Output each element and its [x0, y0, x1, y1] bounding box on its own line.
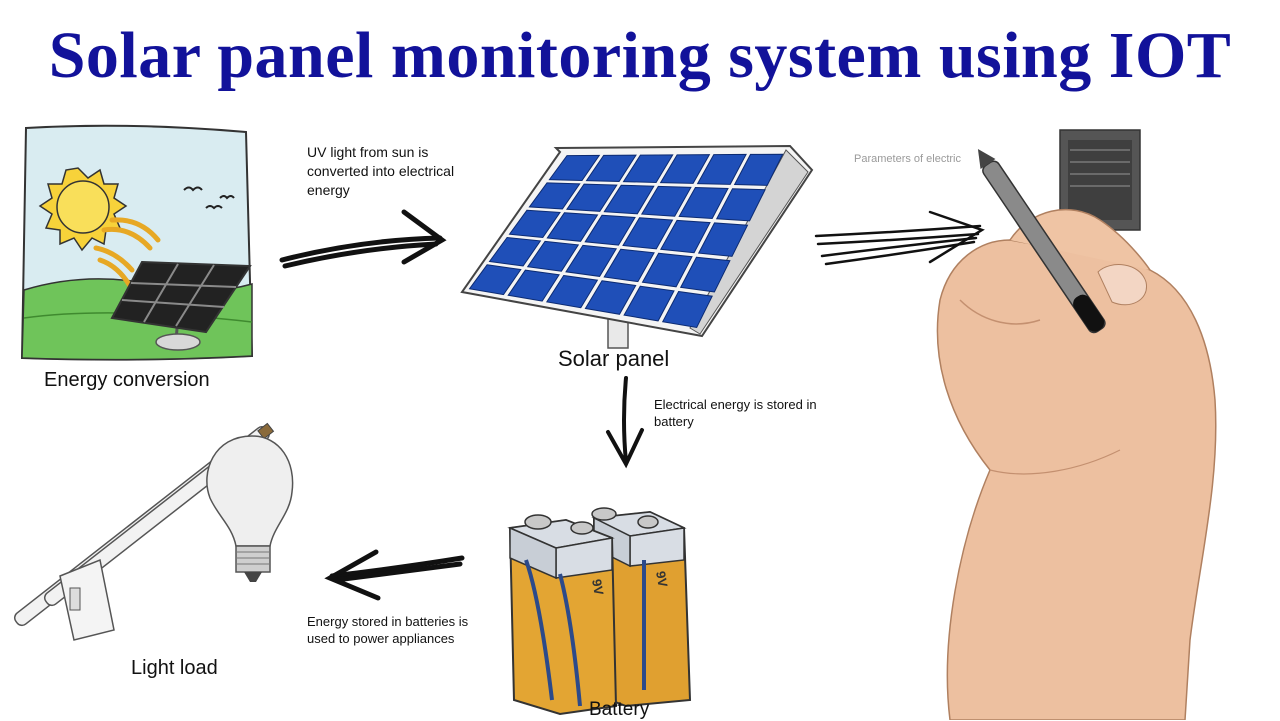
panel-cell — [659, 219, 711, 254]
panel-cell — [584, 280, 637, 315]
panel-cell — [603, 184, 655, 215]
arrow-icon — [814, 210, 985, 266]
panel-cell — [565, 244, 618, 277]
panel-cell — [548, 154, 601, 182]
panel-cell — [603, 248, 655, 283]
arrow-icon — [324, 549, 465, 601]
parameters-caption: Parameters of electric — [854, 153, 961, 165]
uv-light-caption: UV light from sun is converted into elec… — [307, 144, 455, 198]
battery-icon: 9V 9V — [507, 507, 692, 716]
battery-mark-right: 9V — [653, 570, 671, 589]
arrow-icon — [279, 209, 447, 269]
solar-panel-icon — [460, 144, 814, 349]
switch-icon — [59, 558, 115, 641]
panel-cell — [584, 214, 636, 246]
small-solar-panel-icon — [110, 260, 252, 351]
stored-caption: Electrical energy is stored in battery — [654, 397, 817, 429]
panel-cell — [661, 290, 713, 329]
panel-cell — [640, 185, 692, 217]
panel-cell — [733, 153, 784, 186]
panel-cell — [528, 182, 581, 210]
light-load-label: Light load — [131, 657, 218, 679]
page-title: Solar panel monitoring system using IOT — [48, 19, 1232, 92]
panel-cell — [508, 209, 561, 239]
birds-icon — [183, 186, 235, 210]
energy-conversion-illustration — [20, 124, 254, 361]
arrow-icon — [606, 376, 644, 469]
panel-cell — [545, 274, 599, 309]
panel-cell — [678, 186, 729, 220]
panel-cell — [679, 256, 731, 293]
panel-cell — [565, 183, 618, 212]
panel-cell — [622, 217, 674, 250]
panel-cell — [659, 154, 711, 184]
panel-cell — [546, 212, 599, 242]
panel-cell — [697, 222, 749, 257]
panel-cell — [585, 154, 637, 183]
panel-cell — [526, 240, 580, 272]
panel-cell — [623, 285, 675, 322]
battery-label: Battery — [589, 699, 650, 720]
hand-with-pen-icon — [936, 149, 1217, 720]
panel-cell — [622, 154, 674, 184]
power-caption: Energy stored in batteries is used to po… — [307, 614, 469, 646]
server-icon — [1059, 129, 1141, 231]
solar-panel-label: Solar panel — [558, 346, 670, 371]
panel-cell — [507, 269, 560, 302]
battery-mark-left: 9V — [589, 578, 607, 597]
energy-conversion-label: Energy conversion — [44, 369, 210, 391]
panel-cell — [488, 236, 542, 267]
bulb-icon — [206, 435, 294, 582]
panel-cell — [468, 264, 522, 296]
panel-cell — [696, 153, 747, 185]
panel-cell — [641, 252, 693, 288]
panel-cell — [715, 188, 766, 222]
